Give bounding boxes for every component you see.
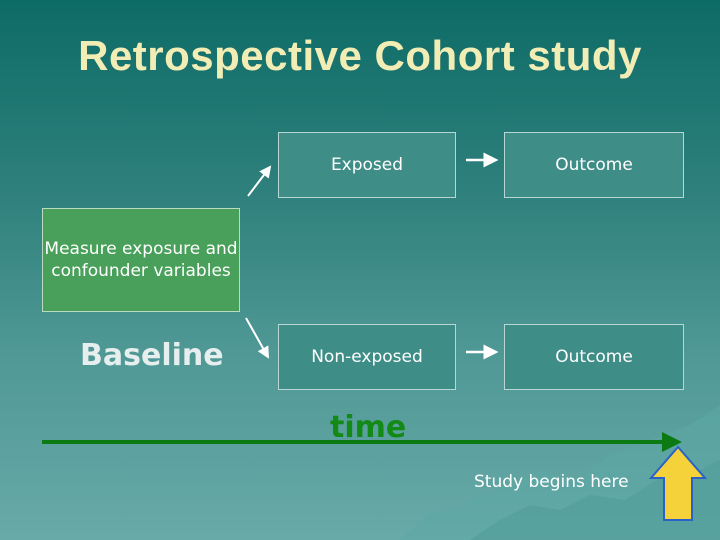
measure-exposure-box: Measure exposure and confounder variable… [42, 208, 240, 312]
non-exposed-label: Non-exposed [311, 347, 423, 367]
exposed-label: Exposed [330, 155, 404, 175]
study-begins-label: Study begins here [474, 472, 629, 492]
outcome-bottom-label: Outcome [555, 347, 633, 367]
up-arrow-icon [648, 445, 708, 521]
outcome-bottom-box: Outcome [504, 324, 684, 390]
time-label: time [330, 410, 407, 445]
baseline-label: Baseline [80, 338, 224, 373]
arrow-to-non-exposed-icon [245, 317, 269, 359]
measure-exposure-label: Measure exposure and confounder variable… [44, 239, 238, 281]
slide-title: Retrospective Cohort study [78, 32, 642, 79]
non-exposed-box: Non-exposed [278, 324, 456, 390]
outcome-top-label: Outcome [555, 155, 633, 175]
exposed-box: Exposed [278, 132, 456, 198]
outcome-top-box: Outcome [504, 132, 684, 198]
arrow-to-exposed-icon [247, 165, 272, 197]
